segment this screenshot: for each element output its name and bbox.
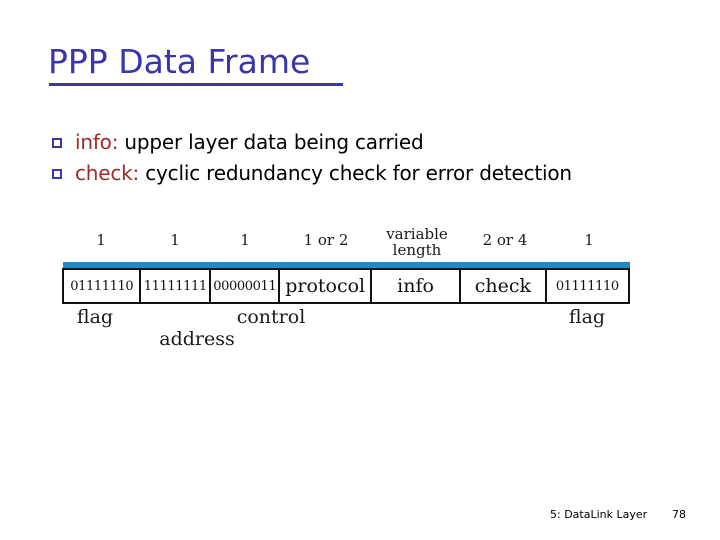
- page-title: PPP Data Frame: [48, 42, 311, 81]
- list-item-text: info: upper layer data being carried: [75, 128, 424, 157]
- footer-chapter-label: 5: DataLink Layer: [550, 508, 648, 521]
- ppp-frame-diagram: 1 1 1 1 or 2 variable length 2 or 4 1 01…: [62, 225, 638, 358]
- field-label-address: address: [159, 328, 235, 350]
- field-size-info: variable length: [386, 225, 448, 259]
- field-label-flag-right: flag: [568, 306, 606, 328]
- list-item-text: check: cyclic redundancy check for error…: [75, 159, 572, 188]
- frame-field-info: info: [371, 270, 462, 302]
- bullet-square-icon: [52, 138, 62, 148]
- list-item-body: cyclic redundancy check for error detect…: [139, 161, 572, 185]
- list-item: check: cyclic redundancy check for error…: [52, 159, 652, 188]
- frame-field-flag-left: 01111110: [64, 270, 142, 302]
- frame-field-flag-right: 01111110: [546, 270, 628, 302]
- frame-field-address: 11111111: [141, 270, 211, 302]
- footer-page-number: 78: [672, 508, 686, 521]
- field-label-flag-left: flag: [76, 306, 114, 328]
- frame-accent-bar: [63, 262, 629, 270]
- bullet-list: info: upper layer data being carried che…: [52, 128, 652, 190]
- list-item-keyword: info:: [75, 130, 119, 154]
- field-name-labels: flag address control flag: [62, 306, 638, 358]
- frame-field-control: 00000011: [210, 270, 281, 302]
- list-item: info: upper layer data being carried: [52, 128, 652, 157]
- field-label-control: control: [236, 306, 306, 328]
- bullet-square-icon: [52, 169, 62, 179]
- field-size-control: 1: [240, 231, 250, 249]
- field-size-flag-right: 1: [584, 231, 594, 249]
- field-size-flag-left: 1: [96, 231, 106, 249]
- frame-field-boxes: 01111110 11111111 00000011 protocol info…: [62, 268, 630, 304]
- frame-field-check: check: [461, 270, 547, 302]
- field-size-labels: 1 1 1 1 or 2 variable length 2 or 4 1: [62, 225, 638, 264]
- title-underline: [49, 83, 343, 86]
- list-item-keyword: check:: [75, 161, 140, 185]
- list-item-body: upper layer data being carried: [118, 130, 424, 154]
- frame-field-protocol: protocol: [280, 270, 372, 302]
- field-size-protocol: 1 or 2: [303, 231, 349, 249]
- field-size-address: 1: [170, 231, 180, 249]
- field-size-check: 2 or 4: [482, 231, 528, 249]
